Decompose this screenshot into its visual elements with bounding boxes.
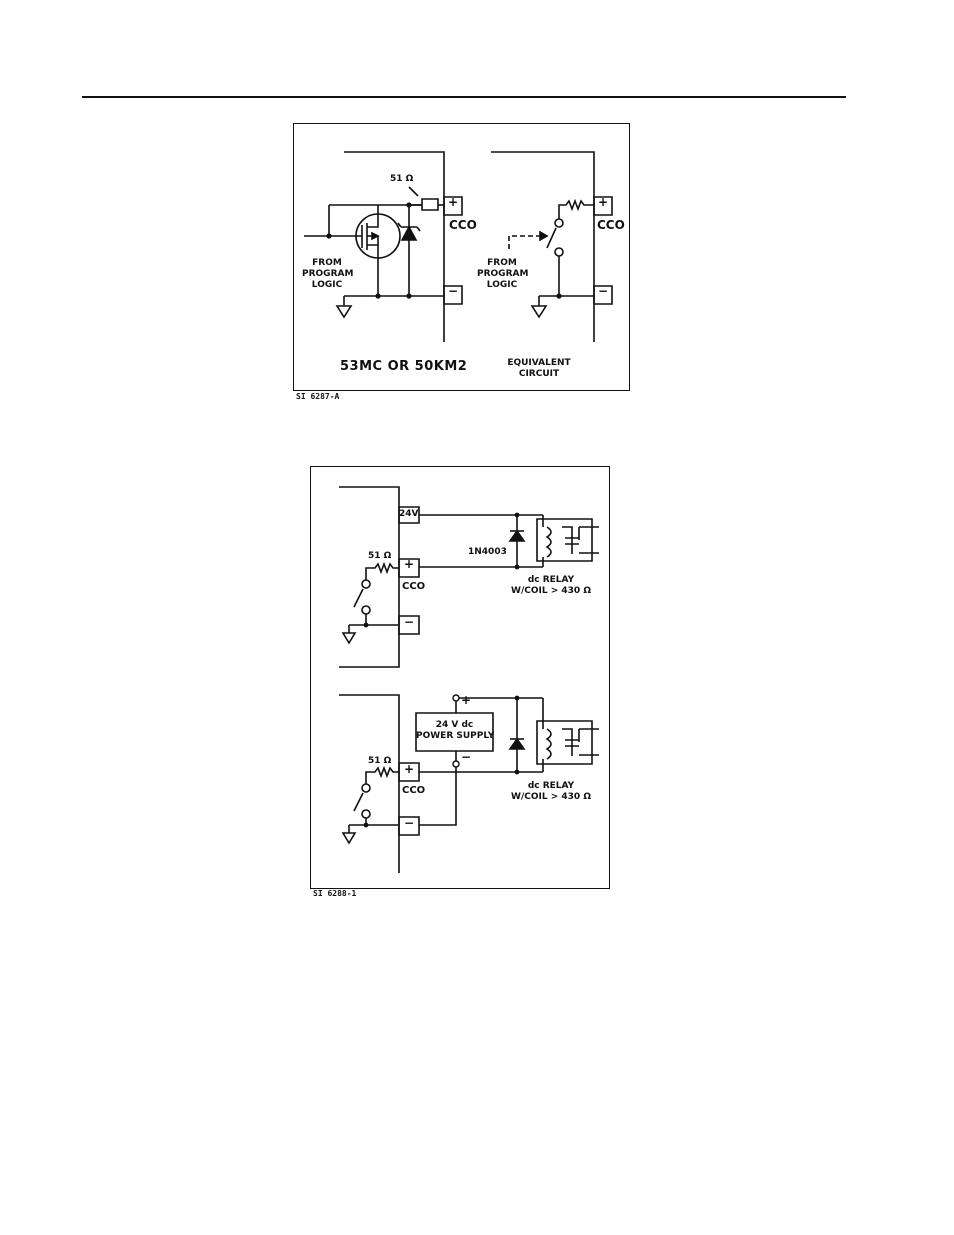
program-line: PROGRAM xyxy=(477,269,527,280)
relay-name: dc RELAY xyxy=(501,781,601,792)
minus-label-top: − xyxy=(404,617,414,628)
figure1-caption: SI 6287-A xyxy=(296,392,339,401)
relay-top xyxy=(537,519,592,561)
minus-label-bottom: − xyxy=(404,818,414,829)
equivalent-line: EQUIVALENT xyxy=(504,358,574,369)
relay-spec: W/COIL > 430 Ω xyxy=(501,792,601,803)
figure-cco-circuit: 51 Ω + − CCO FROM PROGRAM LOGIC 53MC OR … xyxy=(293,123,630,391)
minus-label-left: − xyxy=(448,286,458,297)
minus-label-right: − xyxy=(598,286,608,297)
switch-contact xyxy=(547,228,556,248)
resistor-51-left xyxy=(422,199,438,210)
from-line: FROM xyxy=(302,258,352,269)
ground-symbol-top xyxy=(343,633,355,643)
zener-diode xyxy=(402,227,416,240)
resistor-label-left: 51 Ω xyxy=(390,174,413,185)
ground-symbol-bottom xyxy=(343,833,355,843)
supply-plus-label: + xyxy=(461,695,471,706)
relay-spec: W/COIL > 430 Ω xyxy=(501,586,601,597)
cco-label-left: CCO xyxy=(449,220,477,231)
resistor-51-bottom xyxy=(366,768,399,784)
module-title: 53MC OR 50KM2 xyxy=(340,361,467,372)
diode-label: 1N4003 xyxy=(468,547,507,558)
power-supply-label: 24 V dc POWER SUPPLY xyxy=(416,720,493,742)
from-line: FROM xyxy=(477,258,527,269)
cco-label-bottom: CCO xyxy=(402,785,425,796)
program-line: PROGRAM xyxy=(302,269,352,280)
plus-label-left: + xyxy=(448,197,458,208)
module-outline-right xyxy=(491,152,594,342)
equivalent-circuit-title: EQUIVALENT CIRCUIT xyxy=(504,358,574,380)
from-program-logic-right: FROM PROGRAM LOGIC xyxy=(477,258,527,291)
diode-1n4003 xyxy=(510,531,524,541)
control-arrow xyxy=(509,236,544,249)
figure-relay-wiring: 24V 51 Ω + − CCO 1N4003 dc RELAY W/COIL … xyxy=(310,466,610,889)
supply-minus-label: − xyxy=(461,752,471,763)
diode-bottom xyxy=(510,739,524,749)
ground-symbol-right xyxy=(532,306,546,317)
plus-label-bottom: + xyxy=(404,764,414,775)
plus-label-top: + xyxy=(404,559,414,570)
resistor-51-top xyxy=(366,564,399,580)
header-rule xyxy=(82,96,846,98)
cco-label-right: CCO xyxy=(597,220,625,231)
resistor-label-top: 51 Ω xyxy=(368,551,391,562)
cco-label-top: CCO xyxy=(402,581,425,592)
relay-name: dc RELAY xyxy=(501,575,601,586)
relay-label-bottom: dc RELAY W/COIL > 430 Ω xyxy=(501,781,601,803)
logic-line: LOGIC xyxy=(477,280,527,291)
relay-wiring-drawing xyxy=(311,467,609,888)
relay-bottom xyxy=(537,721,592,764)
resistor-label-bottom: 51 Ω xyxy=(368,756,391,767)
cco-circuit-drawing xyxy=(294,124,629,390)
label-24v: 24V xyxy=(399,509,419,520)
relay-label-top: dc RELAY W/COIL > 430 Ω xyxy=(501,575,601,597)
supply-voltage: 24 V dc xyxy=(416,720,493,731)
from-program-logic-left: FROM PROGRAM LOGIC xyxy=(302,258,352,291)
logic-line: LOGIC xyxy=(302,280,352,291)
circuit-line: CIRCUIT xyxy=(504,369,574,380)
supply-name: POWER SUPPLY xyxy=(416,731,493,742)
relay-coil xyxy=(547,527,551,557)
resistor-51-right xyxy=(559,201,594,219)
figure2-caption: SI 6288-1 xyxy=(313,889,356,898)
plus-label-right: + xyxy=(598,197,608,208)
module-outline-bottom xyxy=(339,695,399,873)
ground-symbol-left xyxy=(337,306,351,317)
